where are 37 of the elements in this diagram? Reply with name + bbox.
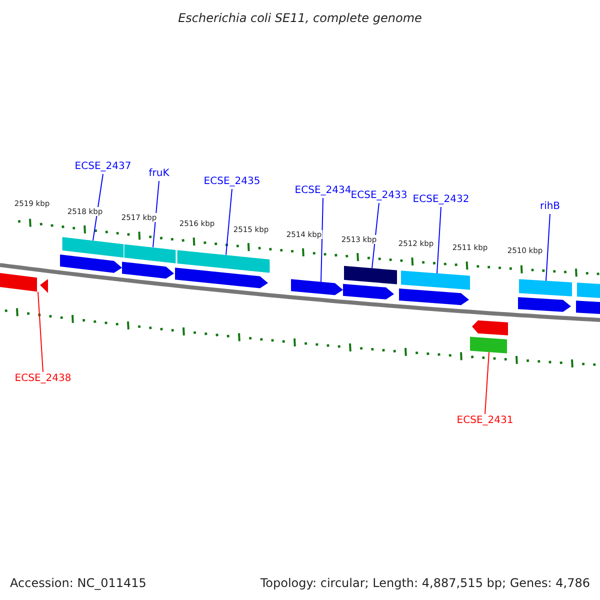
gene-block [399, 288, 469, 306]
gene-label: rihB [540, 200, 560, 214]
leader-line [92, 174, 104, 241]
gene-block [472, 320, 508, 336]
gene-bar [470, 336, 507, 354]
leader-line [38, 291, 44, 372]
gene-block [60, 254, 122, 273]
gene-label: ECSE_2437 [74, 160, 132, 174]
gene-bar [401, 270, 470, 290]
gene-block [291, 279, 343, 296]
genome-info-text: Topology: circular; Length: 4,887,515 bp; Genes: 4,786 [260, 575, 590, 592]
gene-label: ECSE_2431 [456, 414, 514, 428]
gene-bar [577, 282, 600, 298]
gene-bar [62, 236, 124, 258]
gene-bar [576, 300, 600, 314]
leader-line [484, 352, 490, 414]
leader-line [436, 206, 442, 274]
gene-bar [519, 279, 572, 296]
leader-line [152, 180, 160, 248]
gene-label: ECSE_2432 [412, 193, 470, 207]
gene-bar [124, 244, 176, 264]
gene-block [518, 297, 571, 312]
gene-marker [40, 279, 48, 294]
gene-bar [344, 266, 397, 284]
leader-line [372, 202, 380, 269]
gene-block [122, 262, 174, 279]
leader-line [546, 214, 550, 282]
gene-bar [0, 273, 37, 292]
gene-block [343, 284, 394, 300]
gene-label: ECSE_2434 [294, 184, 352, 198]
leader-line [320, 198, 324, 282]
title: Escherichia coli SE11, complete genome [177, 10, 423, 27]
accession-text: Accession: NC_011415 [10, 575, 146, 592]
gene-label: fruK [148, 167, 170, 181]
gene-label: ECSE_2435 [204, 175, 260, 189]
gene-label: ECSE_2433 [350, 189, 408, 203]
gene-label: ECSE_2438 [14, 372, 72, 386]
